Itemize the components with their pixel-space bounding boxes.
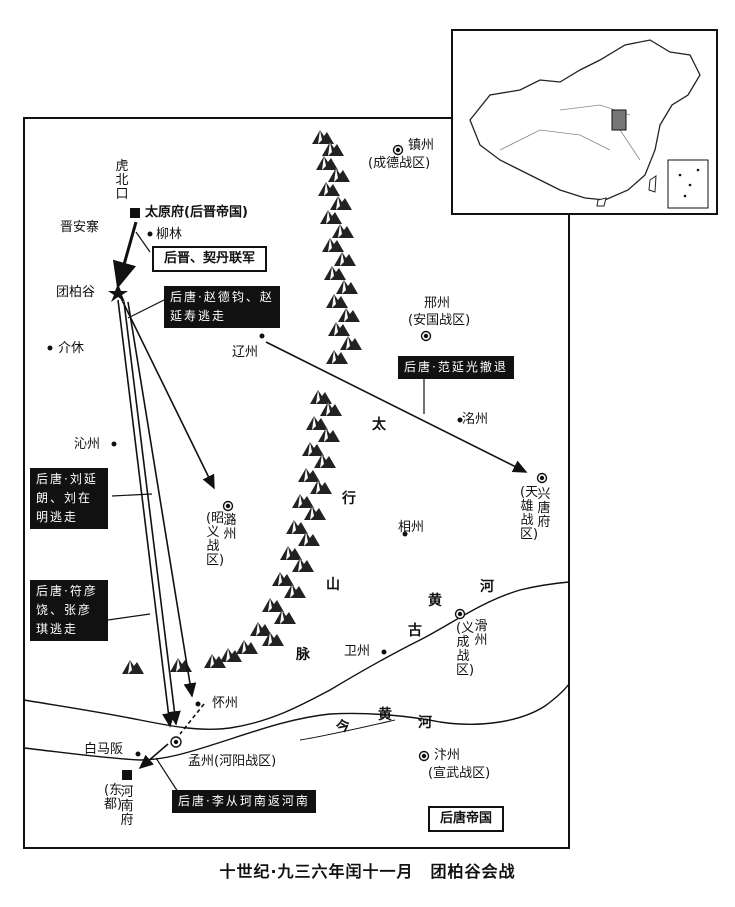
callout-liu-flee: 后唐·刘延朗、刘在明逃走 [30, 468, 108, 529]
label-henanfu: 河南府 [120, 785, 134, 828]
label-mengzhou: 孟州(河阳战区) [188, 754, 277, 769]
river-branch [299, 719, 396, 741]
label-present-huang: 黄 [378, 707, 392, 723]
tuanbaigu-star [108, 284, 128, 302]
label-xingtang: 兴唐府 [537, 487, 551, 530]
arrow-to-mengzhou-2 [123, 301, 181, 726]
label-taiyuan: 太原府(后晋帝国) [145, 205, 248, 220]
inset-china-map [451, 29, 718, 215]
callout-allied-army: 后晋、契丹联军 [152, 246, 268, 272]
label-liaozhou: 辽州 [232, 345, 259, 360]
arrow-to-mengzhou-1 [117, 299, 175, 728]
label-xingzhou-note: (安国战区) [408, 313, 471, 328]
callout-leaders [107, 231, 425, 793]
label-huazhou-note: (义成战区) [456, 621, 475, 678]
callout-zhao-flee: 后唐·赵德钧、赵延寿逃走 [164, 286, 280, 328]
callout-fan-retreat: 后唐·范延光撤退 [398, 356, 514, 379]
figure-caption: 十世纪·九三六年闰十一月 团柏谷会战 [219, 862, 516, 881]
map-frame [23, 117, 570, 849]
label-weizhou: 卫州 [344, 644, 371, 659]
label-zhenzhou: 镇州 [408, 138, 435, 153]
label-liulin: 柳林 [156, 227, 183, 242]
label-taihang-1: 太 [372, 417, 386, 433]
arrow-allied-advance [112, 221, 138, 289]
label-xiangzhou: 相州 [398, 520, 425, 535]
arrow-to-huaizhou [127, 301, 197, 698]
label-hubeikou: 虎北口 [115, 159, 129, 202]
label-present-he: 河 [418, 715, 432, 731]
label-jinanzhai: 晋安寨 [60, 220, 100, 235]
label-tuanbaigu: 团柏谷 [56, 285, 96, 300]
label-mingzhou: 洺州 [462, 412, 489, 427]
label-huaizhou: 怀州 [212, 696, 239, 711]
label-dongdu: (东都) [104, 783, 123, 812]
label-zhenzhou-note: (成德战区) [368, 156, 431, 171]
arrow-to-luzhou [119, 295, 215, 490]
label-qinzhou: 沁州 [74, 437, 101, 452]
henanfu-marker [122, 770, 132, 780]
label-jiexiu: 介休 [58, 341, 85, 356]
label-bianzhou: 汴州 [434, 748, 461, 763]
label-huazhou: 滑州 [474, 619, 488, 648]
label-luzhou-note: (昭义战区) [206, 511, 225, 568]
ancient-yellow-river [23, 581, 570, 730]
label-ancient: 古 [408, 623, 422, 639]
callout-fu-flee: 后唐·符彦饶、张彦琪逃走 [30, 580, 108, 641]
label-river-he: 河 [480, 579, 494, 595]
movement-arrows [112, 221, 528, 770]
label-baimajin: 白马阪 [84, 742, 124, 757]
label-xingtang-note: (天雄战区) [520, 485, 539, 542]
district-markers [170, 144, 548, 762]
arrow-li-return [138, 743, 169, 770]
label-taihang-2: 行 [342, 491, 356, 507]
legend-later-tang: 后唐帝国 [428, 806, 505, 832]
arrow-fan-retreat [265, 341, 528, 473]
label-xingzhou: 邢州 [424, 296, 451, 311]
label-bianzhou-note: (宣武战区) [428, 766, 491, 781]
callout-li-return: 后唐·李从珂南返河南 [172, 790, 316, 813]
label-river-huang: 黄 [428, 593, 442, 609]
taiyuan-marker [130, 208, 140, 218]
label-taihang-4: 脉 [296, 647, 310, 663]
label-luzhou: 潞州 [223, 513, 237, 542]
place-markers [47, 208, 463, 780]
label-taihang-3: 山 [326, 577, 340, 593]
